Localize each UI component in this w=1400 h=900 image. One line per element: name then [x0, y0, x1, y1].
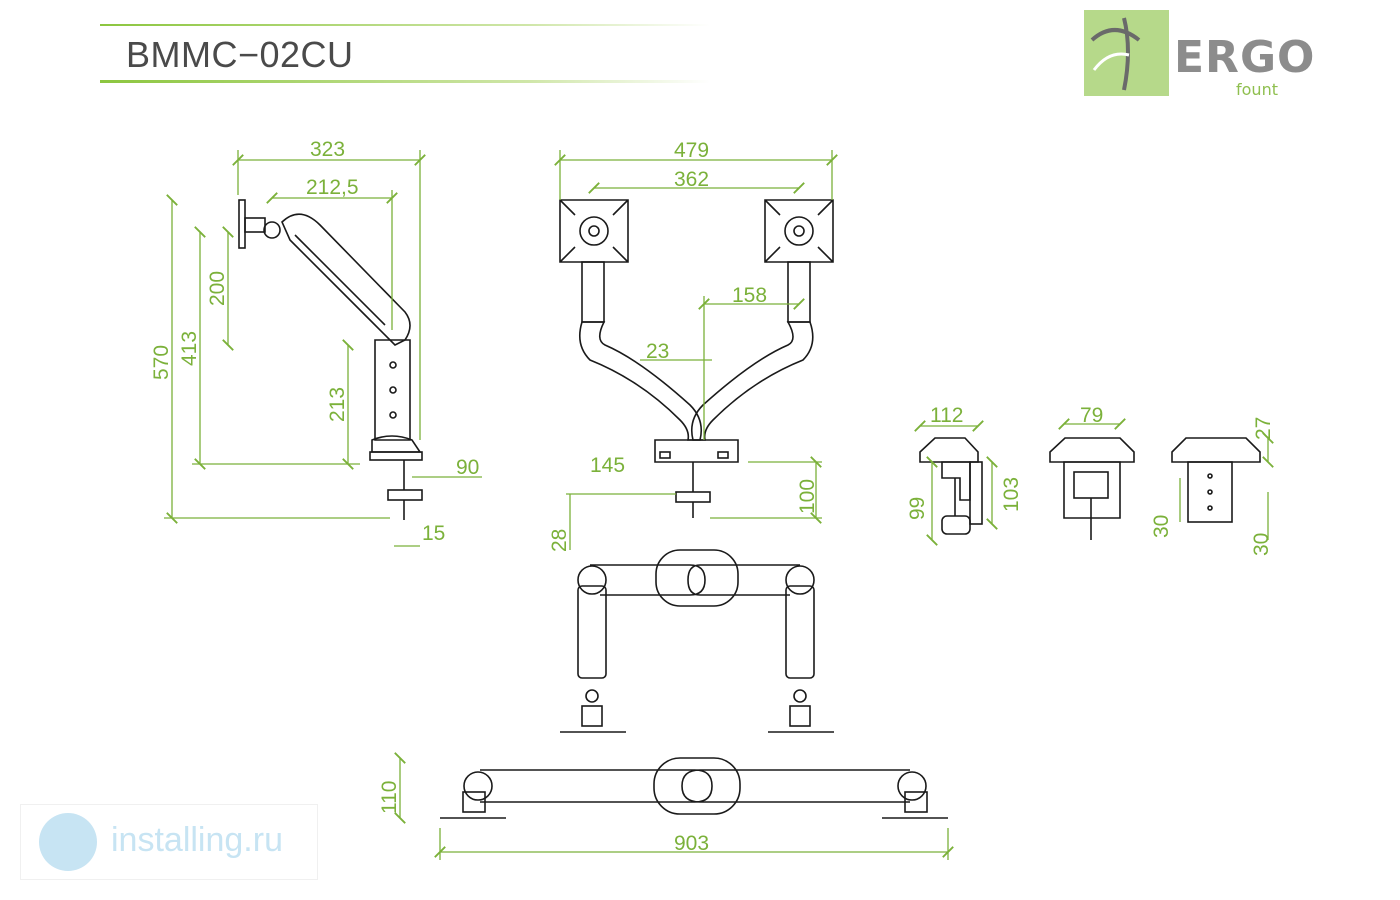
- logo-mark: [1084, 10, 1169, 96]
- vesa-plate-side: [238, 199, 246, 249]
- dim-158: 158: [732, 284, 767, 307]
- title-rule-bottom: [100, 80, 710, 83]
- dim-28: 28: [548, 529, 571, 552]
- dim-110: 110: [378, 781, 401, 814]
- dim-479: 479: [674, 139, 709, 162]
- dim-30-left: 30: [1150, 515, 1173, 538]
- model-title: BMMC−02CU: [126, 34, 354, 75]
- dim-903: 903: [674, 832, 709, 855]
- dim-100: 100: [796, 479, 819, 514]
- dim-23: 23: [646, 340, 669, 363]
- dim-362: 362: [674, 168, 709, 191]
- watermark-text: installing.ru: [111, 821, 283, 859]
- dim-90: 90: [456, 456, 479, 479]
- title-area: BMMC−02CU: [100, 22, 710, 86]
- front-view: [559, 199, 834, 518]
- dim-570: 570: [150, 345, 173, 380]
- dim-79: 79: [1080, 404, 1103, 427]
- dim-30-right: 30: [1250, 533, 1273, 556]
- extended-view: [440, 757, 948, 819]
- dim-99: 99: [906, 497, 929, 520]
- dim-413: 413: [178, 331, 201, 366]
- dim-212: 212,5: [306, 176, 359, 199]
- ergofount-logo: ERGO fount: [1084, 10, 1314, 110]
- side-view: [238, 199, 423, 520]
- watermark: installing.ru: [20, 804, 318, 880]
- dimension-labels: 323 212,5 200 413 570 213 90 15 479 362 …: [150, 138, 1275, 855]
- logo-brand: ERGO: [1174, 32, 1316, 83]
- title-rule-top: [100, 24, 710, 26]
- dim-145: 145: [590, 454, 625, 477]
- logo-sub: fount: [1236, 80, 1278, 99]
- dim-200: 200: [206, 271, 229, 306]
- dim-323: 323: [310, 138, 345, 161]
- dim-15: 15: [422, 522, 445, 545]
- dim-213: 213: [326, 387, 349, 422]
- dim-103: 103: [1000, 477, 1023, 512]
- dim-112: 112: [930, 404, 963, 427]
- dimension-lines: [164, 150, 1274, 860]
- clamp-views: [919, 437, 1261, 540]
- dim-27: 27: [1252, 417, 1275, 440]
- top-view: [560, 549, 834, 733]
- watermark-icon: [39, 813, 97, 871]
